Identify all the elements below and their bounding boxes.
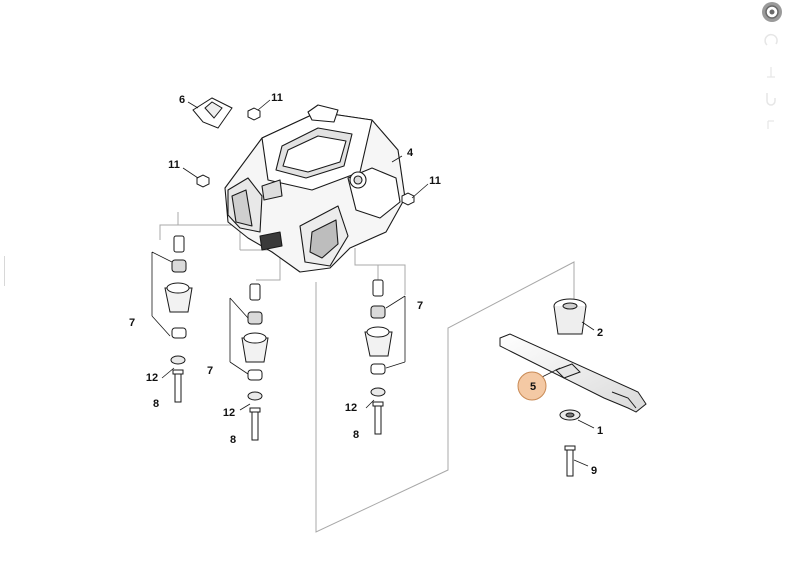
zoom-in-icon[interactable] — [760, 30, 784, 54]
blade-adapter-part[interactable] — [553, 298, 587, 335]
callout-4[interactable]: 4 — [406, 147, 414, 159]
callout-8-left[interactable]: 8 — [152, 398, 160, 410]
rotate-icon[interactable] — [760, 86, 784, 110]
callout-11-right[interactable]: 11 — [429, 175, 441, 187]
washer-bolt-parts[interactable] — [559, 409, 581, 477]
engine-assembly[interactable] — [224, 104, 406, 273]
callout-12-right[interactable]: 12 — [344, 402, 358, 414]
left-edge-marker — [4, 256, 23, 286]
air-filter-part[interactable] — [192, 97, 233, 129]
callout-12-middle[interactable]: 12 — [222, 407, 236, 419]
callout-1[interactable]: 1 — [596, 425, 604, 437]
callout-9[interactable]: 9 — [590, 465, 598, 477]
mount-stack-left[interactable] — [164, 235, 193, 403]
leader-lines — [161, 99, 595, 467]
settings-gear-icon[interactable] — [760, 0, 784, 24]
callout-11-top[interactable]: 11 — [271, 92, 283, 104]
callout-12-left[interactable]: 12 — [145, 372, 159, 384]
screw-parts[interactable] — [196, 107, 415, 206]
callout-8-right[interactable]: 8 — [352, 429, 360, 441]
mount-stack-right[interactable] — [364, 279, 393, 435]
group-brackets — [151, 251, 406, 375]
zoom-out-icon[interactable] — [760, 60, 784, 84]
callout-7-left[interactable]: 7 — [128, 317, 136, 329]
callout-8-middle[interactable]: 8 — [229, 434, 237, 446]
highlight-bubble-5 — [517, 371, 547, 401]
callout-11-left[interactable]: 11 — [168, 159, 180, 171]
assembly-lines — [159, 212, 575, 533]
callout-5[interactable]: 5 — [529, 381, 537, 393]
reset-icon[interactable] — [760, 112, 784, 136]
mower-blade-part[interactable] — [499, 333, 647, 413]
callout-6[interactable]: 6 — [178, 94, 186, 106]
mount-stack-middle[interactable] — [241, 283, 269, 441]
callout-7-right[interactable]: 7 — [416, 300, 424, 312]
callout-2[interactable]: 2 — [596, 327, 604, 339]
callout-7-middle[interactable]: 7 — [206, 365, 214, 377]
